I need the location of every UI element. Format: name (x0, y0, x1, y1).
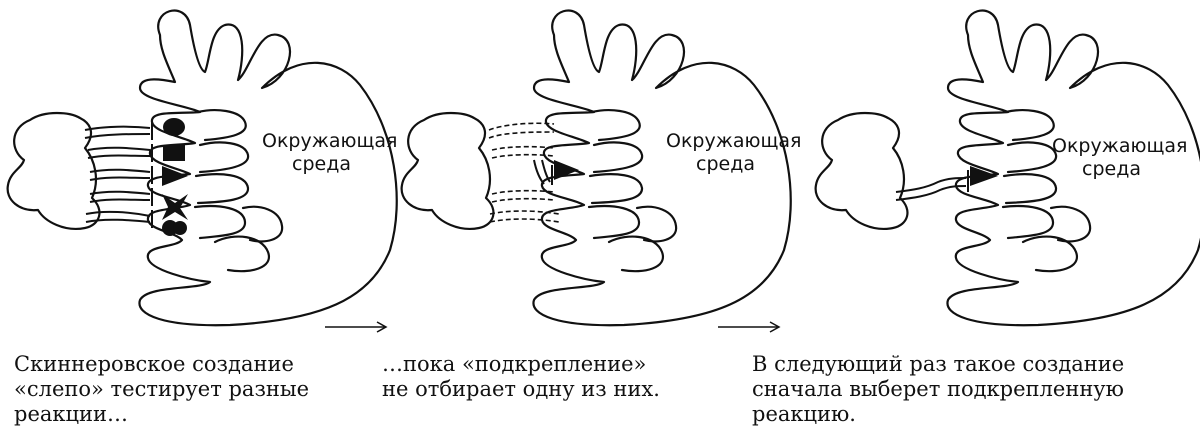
panel-2-illustration: Окружающая среда (400, 9, 801, 327)
learned-probe-3 (895, 166, 998, 201)
environment-label-1b: среда (292, 153, 351, 175)
panel-3-illustration: Окружающая среда (814, 9, 1200, 327)
environment-label-1a: Окружающая (262, 130, 397, 152)
environment-shape-3 (946, 9, 1200, 327)
environment-label-3a: Окружающая (1052, 135, 1187, 157)
caption-panel-3: В следующий раз такое создание сначала в… (752, 352, 1125, 426)
environment-label-2a: Окружающая (666, 130, 801, 152)
creature-body-3 (814, 111, 909, 230)
environment-label-2b: среда (696, 153, 755, 175)
caption-panel-2: …пока «подкрепление» не отбирает одну из… (382, 352, 660, 401)
dashed-probes-2 (488, 122, 560, 223)
environment-label-3b: среда (1082, 158, 1141, 180)
arrow-1 (325, 321, 388, 333)
caption-panel-1: Скиннеровское создание «слепо» тестирует… (14, 352, 310, 426)
environment-shape-1 (138, 9, 398, 327)
panel-1-illustration: Окружающая среда (6, 9, 398, 327)
selected-probe-2 (533, 159, 579, 185)
creature-probes-1 (84, 122, 153, 228)
response-shapes-1 (162, 118, 188, 236)
creature-body-2 (400, 111, 495, 230)
arrow-2 (718, 321, 781, 333)
